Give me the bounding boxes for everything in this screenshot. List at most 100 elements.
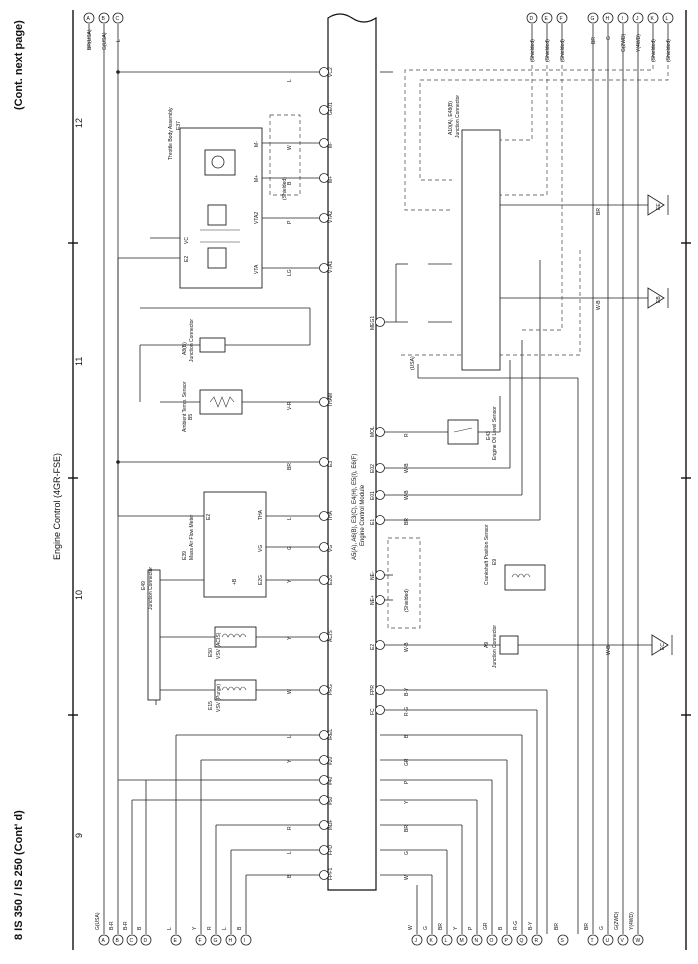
left-conn-k[interactable]: K: [426, 934, 438, 946]
left-conn-e[interactable]: E: [170, 934, 182, 946]
wire-label-vta1: LG: [287, 269, 293, 276]
e39-term-tha: THA: [258, 509, 264, 520]
left-conn-j-letter: J: [415, 938, 418, 944]
ecm-terminal-ne-plus[interactable]: NE+: [370, 595, 385, 605]
ecm-terminal-e1[interactable]: E1: [370, 515, 385, 526]
ecm-terminal-tha[interactable]: THA: [319, 510, 335, 521]
left-conn-n[interactable]: N: [471, 934, 483, 946]
ecm-terminal-meg1[interactable]: MEG1: [370, 316, 385, 330]
ecm-terminal-e01[interactable]: E01: [370, 490, 385, 501]
ecm-terminal-40[interactable]: #40: [319, 775, 335, 786]
ecm-terminal-prg[interactable]: PRG: [319, 684, 335, 695]
top-conn-j[interactable]: J: [632, 12, 644, 24]
left-conn-o[interactable]: O: [486, 934, 498, 946]
ecm-terminal-acis[interactable]: ACIS: [319, 630, 335, 642]
ecm-terminal-vg[interactable]: VG: [319, 542, 335, 553]
left-conn-c[interactable]: C: [126, 934, 138, 946]
wire-label-irel: B: [404, 734, 410, 738]
wire-label-fc: R-G: [404, 707, 410, 716]
ecm-terminal-mplus[interactable]: M+: [319, 173, 335, 184]
top-conn-h-color: G: [606, 36, 612, 40]
wire-label-fpr: B-Y: [404, 687, 410, 696]
header-left: 8 IS 350 / IS 250 (Cont' d): [13, 810, 25, 940]
ecm-terminal-e3[interactable]: E3: [319, 457, 335, 468]
left-conn-v-letter: V: [621, 938, 625, 944]
left-conn-j[interactable]: J: [411, 934, 423, 946]
top-conn-h[interactable]: H: [602, 12, 614, 24]
left-conn-l[interactable]: L: [441, 934, 453, 946]
top-conn-d-letter: D: [530, 16, 534, 22]
a9-id: A9: [484, 642, 490, 648]
wire-label-40: P: [404, 780, 410, 784]
ecm-terminal-ge01[interactable]: GE01: [319, 102, 335, 115]
top-conn-c[interactable]: C: [112, 12, 124, 24]
left-conn-s[interactable]: S: [557, 934, 569, 946]
left-conn-h[interactable]: H: [225, 934, 237, 946]
left-conn-m[interactable]: M: [456, 934, 468, 946]
top-conn-b[interactable]: B: [98, 12, 110, 24]
grid-number-9: 9: [74, 833, 84, 838]
left-conn-u[interactable]: U: [602, 934, 614, 946]
left-conn-f[interactable]: F: [195, 934, 207, 946]
left-conn-i[interactable]: I: [240, 934, 252, 946]
ecm-terminal-fpr[interactable]: FPR: [370, 685, 385, 695]
ground-ec-label: EC: [660, 643, 666, 650]
ecm-terminal-e2[interactable]: E2: [370, 640, 385, 651]
e49-id: E49: [141, 581, 147, 590]
ecm-terminal-irel[interactable]: IREL: [319, 729, 335, 740]
header-right: (Cont. next page): [13, 20, 25, 110]
wire-label-injf: BR: [404, 825, 410, 832]
top-conn-g[interactable]: G: [587, 12, 599, 24]
ecm-terminal-vc2[interactable]: VC2: [319, 67, 335, 77]
left-conn-w[interactable]: W: [632, 934, 644, 946]
top-conn-d[interactable]: D: [526, 12, 538, 24]
left-conn-g[interactable]: G: [210, 934, 222, 946]
left-conn-h-color: L: [222, 927, 228, 930]
ecm-terminal-mol[interactable]: MOL: [370, 426, 385, 437]
left-conn-d[interactable]: D: [140, 934, 152, 946]
top-conn-e[interactable]: E: [541, 12, 553, 24]
ecm-terminal-20[interactable]: #20: [319, 755, 335, 766]
top-conn-j-color: Y(4WD): [636, 34, 642, 52]
wire-label-e02: W-B: [404, 463, 410, 473]
ecm-terminal-50[interactable]: #50: [319, 795, 335, 806]
header-right-text: (Cont. next page): [13, 20, 25, 110]
ecm-terminal-e02[interactable]: E02: [370, 463, 385, 474]
left-conn-p[interactable]: P: [501, 934, 513, 946]
wire-label-fpd: G: [404, 851, 410, 855]
ground-eb-label: EB: [656, 296, 662, 303]
ecm-terminal-fpf1[interactable]: FPF1: [319, 868, 335, 880]
wire-label-batt: L: [287, 735, 293, 738]
left-conn-g-letter: G: [214, 938, 218, 944]
top-conn-a[interactable]: A: [83, 12, 95, 24]
left-conn-b[interactable]: B: [112, 934, 124, 946]
top-conn-k[interactable]: K: [647, 12, 659, 24]
grid-number-12-text: 12: [74, 118, 84, 128]
ecm-terminal-mminus[interactable]: M-: [319, 138, 335, 149]
top-conn-i[interactable]: I: [617, 12, 629, 24]
ecm-terminal-tham[interactable]: THAM: [319, 393, 335, 407]
top-conn-f[interactable]: F: [556, 12, 568, 24]
left-conn-r-color: B-Y: [528, 921, 534, 930]
left-conn-t[interactable]: T: [587, 934, 599, 946]
ecm-terminal-fpd[interactable]: FPD: [319, 845, 335, 855]
ecm-terminal-ge01-label: GE01: [328, 102, 334, 115]
ecm-terminal-vta1[interactable]: VTA1: [319, 261, 335, 273]
ecm-terminal-fpf1-label: FPF1: [328, 868, 334, 880]
ecm-terminal-vta2[interactable]: VTA2: [319, 211, 335, 223]
left-conn-a[interactable]: A: [98, 934, 110, 946]
top-conn-l[interactable]: L: [662, 12, 674, 24]
ecm-terminal-ne-minus[interactable]: NE-: [370, 570, 385, 581]
top-conn-k-color: (Shielded): [651, 39, 657, 62]
wire-label-mplus: B: [287, 181, 293, 185]
left-conn-q[interactable]: Q: [516, 934, 528, 946]
left-conn-o-color: GR: [483, 922, 489, 930]
left-conn-v[interactable]: V: [617, 934, 629, 946]
ecm-terminal-fc[interactable]: FC: [370, 705, 385, 716]
ecm-terminal-injf[interactable]: INJF: [319, 819, 335, 830]
ecm-terminal-e2g[interactable]: E2G: [319, 575, 335, 585]
e50-name: VSV (ACIS): [216, 632, 222, 659]
left-conn-r[interactable]: R: [531, 934, 543, 946]
